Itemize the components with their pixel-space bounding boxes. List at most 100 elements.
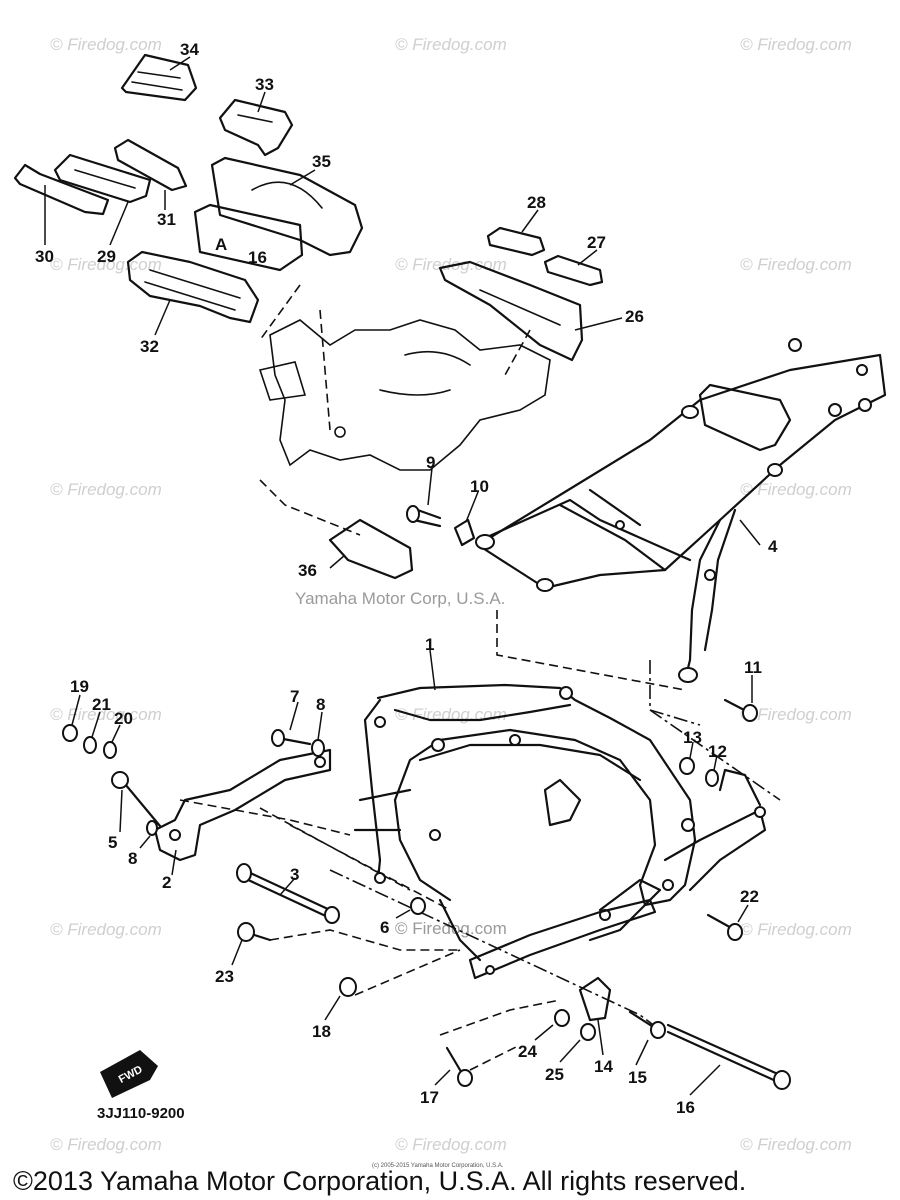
washer-20	[103, 741, 117, 759]
svg-text:A: A	[215, 235, 227, 254]
part-label-16: 16	[676, 1098, 695, 1117]
watermark: © Firedog.com	[740, 920, 852, 939]
watermark: © Firedog.com	[50, 1135, 162, 1154]
part-label-8-top: 8	[316, 695, 325, 714]
assembly-line	[259, 807, 451, 911]
nut-25	[580, 1023, 596, 1041]
collar-10	[453, 518, 476, 547]
cover-36	[328, 518, 414, 580]
bolt-17	[445, 1046, 473, 1087]
leader-lines	[44, 56, 761, 1096]
nut-6	[410, 897, 426, 915]
part-label-10: 10	[470, 477, 489, 496]
heat-shield-32	[126, 250, 260, 324]
center-watermark-small: © Firedog.com	[395, 919, 507, 938]
assembly-line	[469, 1044, 521, 1071]
assembly-line	[259, 479, 361, 536]
forward-arrow-icon: FWD	[100, 1050, 158, 1098]
assembly-line	[496, 610, 686, 691]
part-label-2: 2	[162, 873, 171, 892]
bolt-15	[628, 1010, 666, 1039]
assembly-line	[319, 309, 331, 431]
part-label-18: 18	[312, 1022, 331, 1041]
part-label-19: 19	[70, 677, 89, 696]
collar-18	[339, 977, 357, 997]
part-label-7: 7	[290, 687, 299, 706]
bolt-22	[706, 913, 743, 941]
watermark: © Firedog.com	[395, 255, 507, 274]
watermark: © Firedog.com	[395, 35, 507, 54]
assembly-line	[259, 284, 301, 341]
part-label-36: 36	[298, 561, 317, 580]
part-label-23: 23	[215, 967, 234, 986]
main-frame-1	[353, 683, 767, 962]
bolt-5	[111, 771, 162, 828]
part-label-17: 17	[420, 1088, 439, 1107]
watermark: © Firedog.com	[740, 35, 852, 54]
part-label-31: 31	[157, 210, 176, 229]
bolt-11	[723, 698, 758, 722]
watermarks: © Firedog.com © Firedog.com © Firedog.co…	[50, 35, 852, 1154]
watermark: © Firedog.com	[740, 480, 852, 499]
part-label-8-bottom: 8	[128, 849, 137, 868]
svg-text:16: 16	[248, 248, 267, 267]
watermark: © Firedog.com	[50, 35, 162, 54]
part-label-15: 15	[628, 1068, 647, 1087]
long-bolt-16	[666, 1023, 791, 1090]
watermark: © Firedog.com	[50, 920, 162, 939]
nut-19	[62, 724, 78, 742]
cover-33	[218, 98, 294, 157]
collar-24	[554, 1009, 570, 1027]
assembly-line	[269, 929, 460, 951]
part-label-34: 34	[180, 40, 199, 59]
part-label-26: 26	[625, 307, 644, 326]
part-label-9: 9	[426, 453, 435, 472]
panel-under-35: A 16	[193, 203, 304, 272]
part-label-28: 28	[527, 193, 546, 212]
plate-29	[53, 153, 152, 204]
washer-21	[83, 736, 97, 754]
part-label-27: 27	[587, 233, 606, 252]
bracket-2	[153, 748, 332, 862]
part-label-25: 25	[545, 1065, 564, 1084]
part-label-21: 21	[92, 695, 111, 714]
part-label-13: 13	[683, 728, 702, 747]
part-label-29: 29	[97, 247, 116, 266]
engine-outline	[258, 319, 551, 471]
small-copyright: (c) 2005-2015 Yamaha Motor Corporation, …	[372, 1163, 504, 1169]
lower-crossmember	[468, 898, 657, 980]
watermark: © Firedog.com	[740, 255, 852, 274]
bolt-9	[406, 505, 442, 528]
watermark: © Firedog.com	[50, 480, 162, 499]
part-label-11: 11	[744, 658, 762, 677]
part-label-30: 30	[35, 247, 54, 266]
center-watermark: Yamaha Motor Corp, U.S.A.	[295, 589, 505, 608]
footer-copyright: ©2013 Yamaha Motor Corporation, U.S.A. A…	[13, 1166, 746, 1196]
assembly-line	[439, 999, 561, 1036]
assembly-line	[649, 709, 781, 801]
bolt-7	[271, 729, 312, 747]
cover-34	[120, 53, 198, 102]
watermark: © Firedog.com	[395, 1135, 507, 1154]
part-label-20: 20	[114, 709, 133, 728]
watermark: © Firedog.com	[50, 255, 162, 274]
through-bolt-3	[236, 863, 340, 924]
rear-subframe-4	[475, 338, 887, 683]
part-label-3: 3	[290, 865, 299, 884]
part-label-35: 35	[312, 152, 331, 171]
part-label-4: 4	[768, 537, 778, 556]
bolt-23	[237, 922, 272, 942]
plate-28	[486, 226, 546, 257]
watermark: © Firedog.com	[740, 705, 852, 724]
part-label-33: 33	[255, 75, 274, 94]
part-label-32: 32	[140, 337, 159, 356]
part-label-14: 14	[594, 1057, 613, 1076]
part-label-22: 22	[740, 887, 759, 906]
assembly-line	[179, 799, 351, 836]
assembly-line	[504, 329, 531, 376]
bracket-31	[113, 138, 188, 192]
nut-13	[679, 757, 695, 775]
part-labels: 1 2 3 4 5 6 7 8 8 9 10 11 12 13 14 15 16…	[35, 40, 778, 1117]
assembly-line	[354, 949, 461, 996]
